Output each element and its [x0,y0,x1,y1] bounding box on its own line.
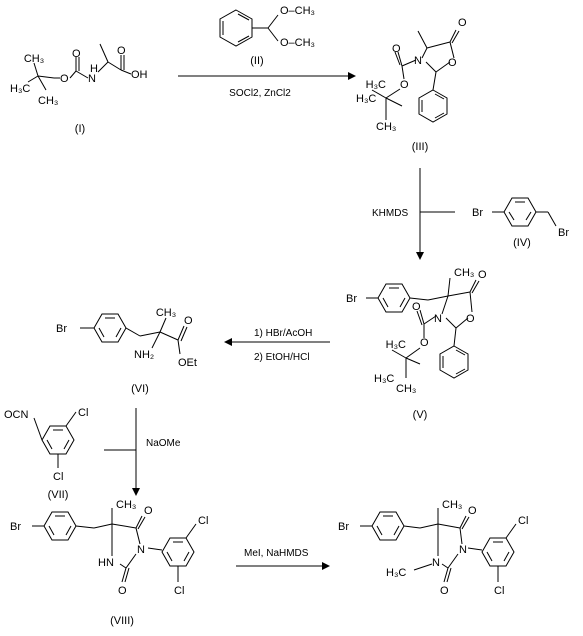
compound-III-structure [371,29,460,123]
atom-ocn: OCN [4,409,29,421]
atom-h: H [90,63,98,75]
atom-oet: OEt [178,357,197,369]
atom-ch3: CH₃ [24,53,44,65]
atom-ch3: CH₃ [442,499,462,511]
condition-step5: MeI, NaHMDS [244,548,309,559]
condition-step1: SOCl2, ZnCl2 [229,88,291,99]
compound-label-VII: (VII) [48,489,69,501]
atom-o: O [184,315,193,327]
compound-II-structure [219,9,279,47]
atom-o: O [412,301,421,313]
compound-label-VI: (VI) [131,383,149,395]
atom-o: O [420,337,429,349]
atom-br: Br [472,207,483,219]
atom-o: O [60,73,69,85]
atom-o-ch3: O–CH₃ [280,5,315,17]
compound-label-VIII: (VIII) [110,615,134,627]
atom-ch3: CH₃ [38,95,58,107]
arrow-head [224,338,232,346]
atom-o-ch3: O–CH₃ [280,37,315,49]
atom-cl: Cl [494,585,504,597]
atom-ch3: CH₃ [396,383,416,395]
atom-cl: Cl [174,585,184,597]
atom-o: O [117,45,126,57]
atom-h3c: H₃C [386,567,406,579]
atom-o: O [72,48,81,60]
atom-o: O [144,505,153,517]
atom-o: O [392,43,401,55]
final-product-structure [360,508,517,583]
compound-label-II: (II) [250,55,263,67]
compound-VIII-structure [32,508,197,583]
atom-ch3: H₃C [386,339,406,351]
atom-n: N [414,55,422,67]
atom-ch3: CH₃ [156,307,176,319]
compound-I-structure [27,43,132,91]
atom-cl: Cl [53,471,63,483]
atom-h3c: H₃C [10,83,30,95]
compound-label-V: (V) [413,409,428,421]
atom-o: O [118,585,127,597]
atom-cl: Cl [198,515,208,527]
atom-br: Br [346,293,357,305]
atom-ch3: CH₃ [376,121,396,133]
condition-step2: KHMDS [372,208,408,219]
atom-br: Br [56,323,67,335]
atom-ch3: CH₃ [454,267,474,279]
atom-o: O [478,269,487,281]
arrow-head [132,488,140,496]
condition-step3b: 2) EtOH/HCl [254,352,310,363]
atom-o: O [448,57,457,69]
atom-o: O [400,79,409,91]
atom-h3c: H₃C [356,93,376,105]
atom-o: O [468,505,477,517]
atom-n: N [88,73,96,85]
atom-br: Br [10,521,21,533]
compound-label-I: (I) [75,123,85,135]
atom-n: N [432,557,440,569]
compound-label-IV: (IV) [513,237,531,249]
atom-o: O [440,585,449,597]
condition-step3a: 1) HBr/AcOH [254,328,312,339]
atom-n: N [137,544,145,556]
atom-ch3: H₃C [366,79,386,91]
atom-h3c: H₃C [374,373,394,385]
atom-br: Br [558,227,569,239]
atom-hn: HN [98,557,114,569]
atom-ch3: CH₃ [116,499,136,511]
arrow-head [348,72,356,80]
arrow-head [416,252,424,260]
atom-cl: Cl [518,515,528,527]
atom-oh: OH [131,69,148,81]
compound-label-III: (III) [412,141,429,153]
atom-o: O [466,313,475,325]
arrow-head [322,562,330,570]
compound-V-structure [366,277,480,379]
atom-cl: Cl [78,407,88,419]
atom-n: N [459,544,467,556]
atom-br: Br [338,521,349,533]
atom-nh2: NH₂ [134,349,154,361]
condition-step4: NaOMe [146,438,181,449]
compound-VII-structure [33,411,77,468]
atom-n: N [434,313,442,325]
atom-o: O [458,17,467,29]
compound-IV-structure [492,197,557,227]
compound-VI-structure [80,313,188,355]
